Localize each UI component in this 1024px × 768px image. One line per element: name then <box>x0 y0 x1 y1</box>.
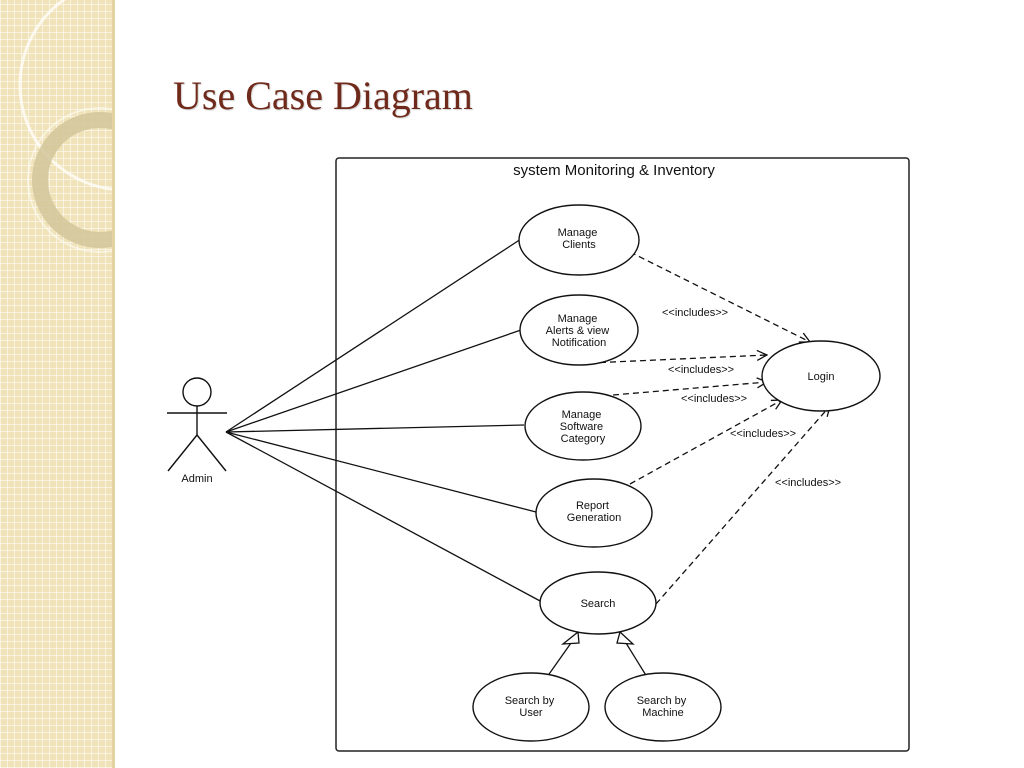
association-manage-clients <box>225 238 522 433</box>
usecase-search-by-user-label: Search by User <box>505 695 558 719</box>
association-report-generation <box>225 431 537 513</box>
usecase-search-by-user <box>472 672 590 742</box>
association-search <box>225 431 543 603</box>
actor-right-leg <box>196 434 227 472</box>
usecase-manage-software-label: Manage Software Category <box>560 409 606 445</box>
system-boundary-label: system Monitoring & Inventory <box>513 162 715 179</box>
usecase-login-label: Login <box>808 371 835 383</box>
include-label-manage-software: <<includes>> <box>681 393 747 405</box>
usecase-manage-software <box>524 391 642 461</box>
actor-left-leg <box>167 434 198 472</box>
system-boundary <box>335 157 910 752</box>
usecase-manage-alerts-label: Manage Alerts & view Notification <box>546 313 613 349</box>
actor-admin <box>167 377 227 472</box>
generalization-arrowhead-user <box>560 630 580 645</box>
usecase-login <box>761 340 881 412</box>
usecase-search-by-machine <box>604 672 722 742</box>
include-label-manage-clients: <<includes>> <box>662 307 728 319</box>
usecase-search <box>539 571 657 635</box>
usecase-search-label: Search <box>581 598 616 610</box>
slide-title: Use Case Diagram <box>173 73 473 118</box>
include-label-report-generation: <<includes>> <box>730 428 796 440</box>
include-edge-manage-clients-login <box>629 251 810 342</box>
association-manage-software <box>225 424 525 433</box>
generalization-arrowhead-machine <box>616 630 635 645</box>
actor-head <box>182 377 212 407</box>
usecase-search-by-machine-label: Search by Machine <box>637 695 690 719</box>
usecase-report-generation-label: Report Generation <box>567 500 621 524</box>
include-edge-report-generation-login <box>629 400 782 485</box>
include-edge-manage-software-login <box>612 382 767 396</box>
usecase-report-generation <box>535 478 653 548</box>
include-label-search: <<includes>> <box>775 477 841 489</box>
decorative-sidebar <box>0 0 115 768</box>
generalization-line-search-by-machine <box>625 642 648 678</box>
association-manage-alerts <box>225 329 522 433</box>
usecase-manage-clients-label: Manage Clients <box>558 227 601 251</box>
generalization-line-search-by-user <box>546 642 572 678</box>
include-label-manage-alerts: <<includes>> <box>668 364 734 376</box>
usecase-manage-clients <box>518 204 640 276</box>
usecase-manage-alerts <box>519 294 639 366</box>
sidebar-rings-decoration <box>18 0 112 253</box>
actor-label: Admin <box>181 473 212 485</box>
include-edge-search-login <box>655 406 830 605</box>
